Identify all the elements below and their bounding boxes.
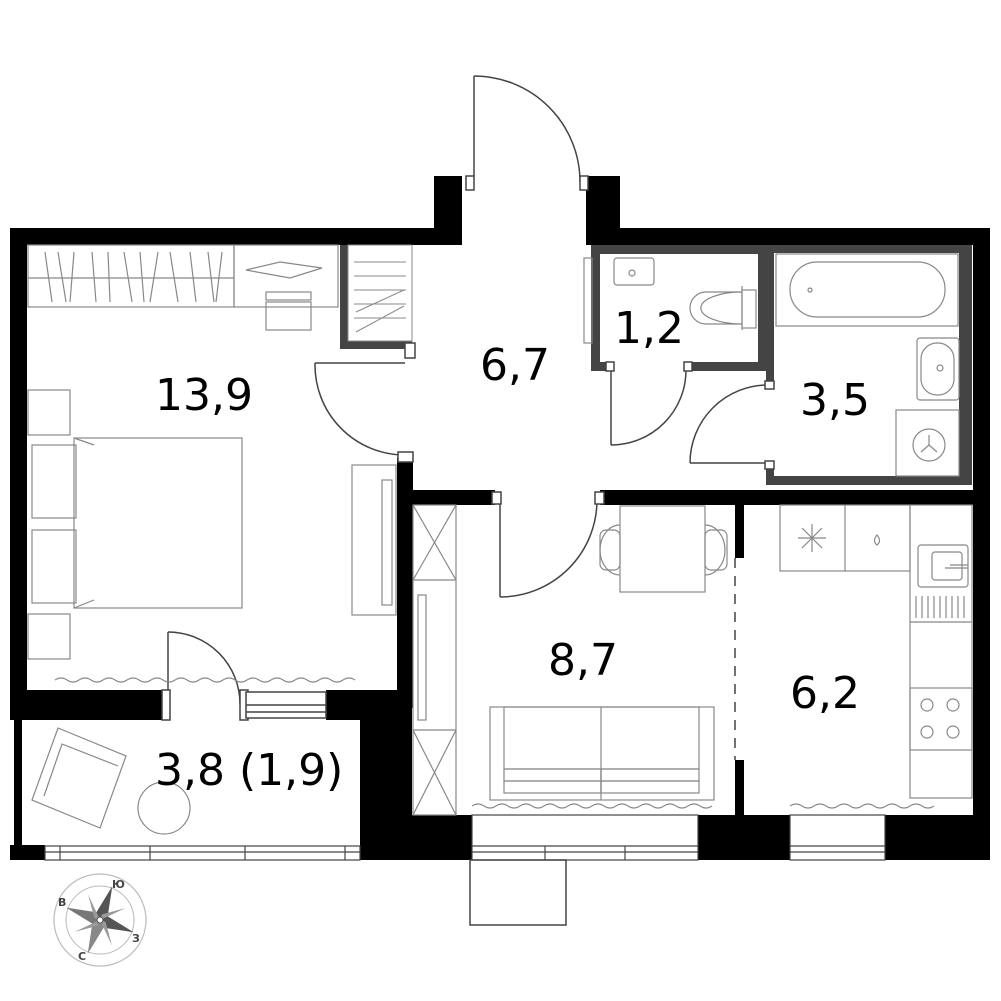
bedroom-area: 13,9: [155, 370, 253, 421]
side-table: [137, 781, 191, 835]
compass: Ю В З С: [53, 873, 147, 967]
wc-area: 1,2: [614, 303, 684, 354]
compass-south: Ю: [112, 878, 125, 891]
sofa: [489, 706, 715, 801]
wc-fixtures: [583, 257, 757, 344]
living-area: 8,7: [548, 635, 618, 686]
bathroom-walls: [591, 245, 972, 485]
living-furniture: [412, 504, 736, 816]
french-balcony: [469, 859, 567, 926]
nightstand-bottom: [27, 613, 71, 660]
compass-west: З: [132, 932, 140, 945]
bathroom-sink: [916, 337, 960, 401]
armchair: [31, 727, 127, 829]
kitchen-area: 6,2: [790, 668, 860, 719]
kitchen-sink: [917, 544, 969, 588]
bathtub: [775, 253, 959, 327]
compass-east: В: [58, 896, 66, 909]
compass-ring: [53, 873, 147, 967]
washing-machine: [895, 409, 960, 477]
desk: [233, 244, 339, 308]
compass-north: С: [78, 950, 86, 963]
bedroom-furniture: [27, 244, 397, 683]
nightstand-top: [27, 389, 71, 436]
wardrobe-niche: [340, 244, 413, 349]
area-labels: 13,9 6,7 1,2 3,5 8,7 6,2 3,8 (1,9): [155, 303, 870, 796]
balcony-area: 3,8 (1,9): [155, 745, 343, 796]
kitchen-furniture: [779, 504, 973, 809]
hall-area: 6,7: [480, 340, 550, 391]
bathroom-fixtures: [775, 253, 960, 477]
toilet: [689, 286, 743, 330]
wc-sink: [613, 257, 655, 286]
bed: [73, 437, 243, 609]
kitchen-counter: [909, 504, 973, 799]
bedroom-tv-unit: [351, 464, 397, 616]
living-cabinet: [412, 504, 457, 816]
bathroom-area: 3,5: [800, 375, 870, 426]
cooktop: [909, 687, 973, 751]
windows: [44, 814, 886, 926]
balcony-furniture: [31, 727, 191, 835]
exterior-walls: [10, 176, 990, 860]
dining-table: [619, 505, 706, 593]
doors: [161, 75, 775, 721]
